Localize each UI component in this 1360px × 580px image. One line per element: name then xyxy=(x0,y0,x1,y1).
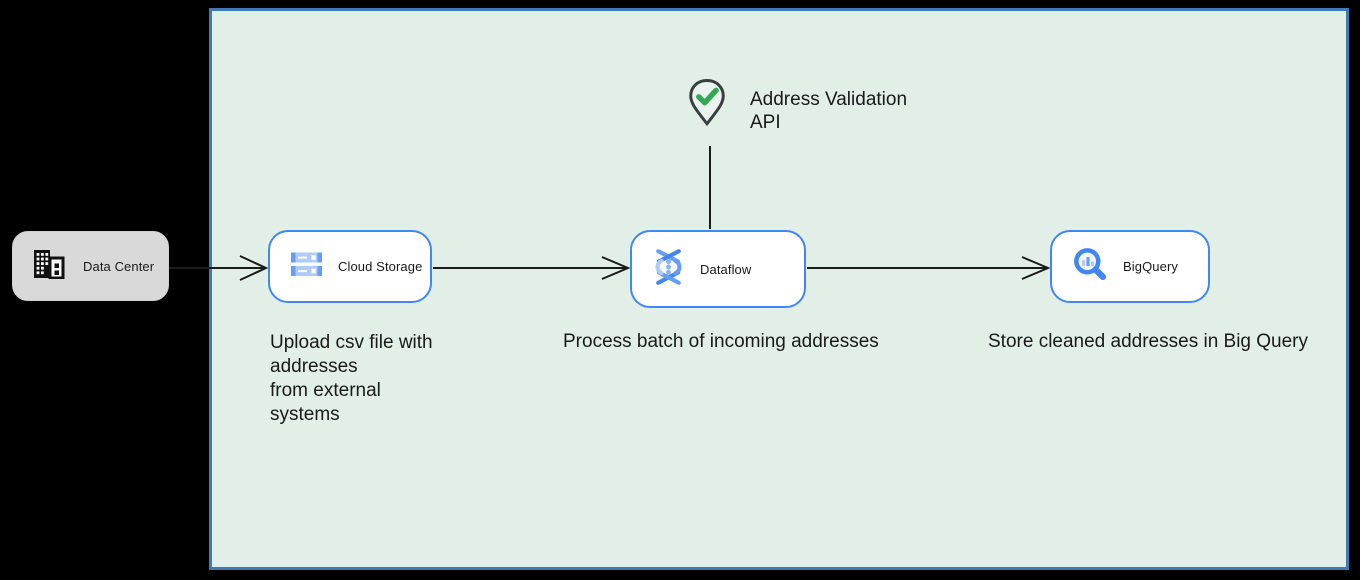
bigquery-magnifier-icon xyxy=(1072,246,1108,287)
annotation-process-batch: Process batch of incoming addresses xyxy=(563,331,879,352)
node-cloud-storage[interactable]: Cloud Storage xyxy=(268,230,432,303)
node-bigquery[interactable]: BigQuery xyxy=(1050,230,1210,303)
annotation-upload-csv: Upload csv file with addresses from exte… xyxy=(270,332,433,425)
node-label: Cloud Storage xyxy=(338,259,423,274)
building-icon xyxy=(32,249,66,284)
annotation-store-cleaned: Store cleaned addresses in Big Query xyxy=(988,331,1309,352)
map-pin-check-icon xyxy=(686,78,728,143)
node-label: Dataflow xyxy=(700,261,752,277)
node-address-validation-api[interactable]: Address Validation API xyxy=(686,78,907,143)
node-label: BigQuery xyxy=(1123,259,1178,274)
dataflow-icon xyxy=(652,248,685,290)
cloud-storage-bucket-icon xyxy=(290,251,323,283)
node-label: Data Center xyxy=(83,258,155,274)
node-dataflow[interactable]: Dataflow xyxy=(630,230,806,308)
node-label: Address Validation API xyxy=(750,89,908,133)
node-data-center[interactable]: Data Center xyxy=(12,231,169,301)
